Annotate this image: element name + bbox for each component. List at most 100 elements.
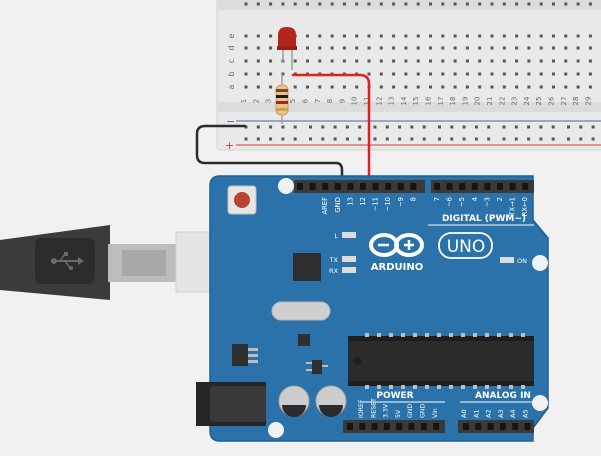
- header-pin[interactable]: [397, 183, 404, 190]
- breadboard-hole[interactable]: [342, 59, 346, 63]
- header-pin[interactable]: [459, 183, 466, 190]
- breadboard-hole[interactable]: [527, 59, 531, 63]
- rail-hole[interactable]: [474, 137, 478, 141]
- breadboard-hole[interactable]: [392, 72, 396, 76]
- rail-hole[interactable]: [514, 125, 518, 129]
- breadboard-hole[interactable]: [539, 2, 543, 6]
- breadboard-hole[interactable]: [576, 59, 580, 63]
- breadboard-hole[interactable]: [576, 2, 580, 6]
- rail-hole[interactable]: [410, 137, 414, 141]
- breadboard-hole[interactable]: [367, 72, 371, 76]
- rail-hole[interactable]: [579, 125, 583, 129]
- breadboard-hole[interactable]: [465, 72, 469, 76]
- breadboard-hole[interactable]: [244, 59, 248, 63]
- breadboard-hole[interactable]: [588, 34, 592, 38]
- breadboard-hole[interactable]: [392, 46, 396, 50]
- breadboard-hole[interactable]: [392, 59, 396, 63]
- breadboard-hole[interactable]: [515, 72, 519, 76]
- header-pin[interactable]: [371, 423, 378, 430]
- breadboard-hole[interactable]: [244, 34, 248, 38]
- breadboard-hole[interactable]: [490, 46, 494, 50]
- breadboard-hole[interactable]: [515, 46, 519, 50]
- breadboard-hole[interactable]: [478, 85, 482, 89]
- breadboard-hole[interactable]: [379, 46, 383, 50]
- breadboard-hole[interactable]: [453, 85, 457, 89]
- breadboard-hole[interactable]: [527, 34, 531, 38]
- breadboard-hole[interactable]: [355, 34, 359, 38]
- rail-hole[interactable]: [333, 137, 337, 141]
- breadboard-hole[interactable]: [539, 72, 543, 76]
- breadboard-hole[interactable]: [453, 2, 457, 6]
- header-pin[interactable]: [524, 423, 531, 430]
- breadboard-hole[interactable]: [539, 46, 543, 50]
- breadboard-hole[interactable]: [404, 46, 408, 50]
- breadboard-hole[interactable]: [539, 34, 543, 38]
- breadboard-hole[interactable]: [416, 85, 420, 89]
- rail-hole[interactable]: [474, 125, 478, 129]
- breadboard-hole[interactable]: [256, 72, 260, 76]
- breadboard-hole[interactable]: [293, 2, 297, 6]
- rail-hole[interactable]: [567, 137, 570, 141]
- rail-hole[interactable]: [345, 125, 349, 129]
- rail-hole[interactable]: [502, 137, 506, 141]
- red-led[interactable]: [277, 27, 297, 70]
- rail-hole[interactable]: [450, 125, 454, 129]
- breadboard-hole[interactable]: [318, 2, 322, 6]
- breadboard-hole[interactable]: [318, 46, 322, 50]
- breadboard-hole[interactable]: [379, 85, 383, 89]
- breadboard-hole[interactable]: [256, 46, 260, 50]
- breadboard-hole[interactable]: [564, 59, 568, 63]
- breadboard-hole[interactable]: [576, 46, 580, 50]
- breadboard-hole[interactable]: [330, 46, 334, 50]
- rail-hole[interactable]: [269, 125, 273, 129]
- breadboard-hole[interactable]: [429, 72, 432, 76]
- rail-hole[interactable]: [462, 137, 466, 141]
- rail-hole[interactable]: [256, 137, 260, 141]
- header-pin[interactable]: [347, 423, 353, 430]
- breadboard-hole[interactable]: [379, 34, 383, 38]
- breadboard-hole[interactable]: [342, 85, 346, 89]
- rail-hole[interactable]: [385, 125, 389, 129]
- breadboard-hole[interactable]: [588, 85, 592, 89]
- header-pin[interactable]: [497, 183, 503, 190]
- breadboard-hole[interactable]: [441, 46, 445, 50]
- red-wire[interactable]: [291, 73, 371, 189]
- breadboard-hole[interactable]: [429, 85, 432, 89]
- breadboard-hole[interactable]: [465, 46, 469, 50]
- breadboard-hole[interactable]: [564, 85, 568, 89]
- breadboard-hole[interactable]: [441, 2, 445, 6]
- rail-hole[interactable]: [333, 125, 337, 129]
- breadboard-hole[interactable]: [429, 2, 432, 6]
- header-pin[interactable]: [372, 183, 379, 190]
- breadboard-hole[interactable]: [502, 2, 506, 6]
- breadboard-hole[interactable]: [478, 72, 482, 76]
- header-pin[interactable]: [297, 183, 303, 190]
- breadboard-hole[interactable]: [392, 85, 396, 89]
- breadboard-hole[interactable]: [379, 59, 383, 63]
- header-pin[interactable]: [383, 423, 390, 430]
- header-pin[interactable]: [512, 423, 519, 430]
- rail-hole[interactable]: [281, 137, 285, 141]
- breadboard-hole[interactable]: [404, 59, 408, 63]
- header-pin[interactable]: [385, 183, 392, 190]
- rail-hole[interactable]: [438, 125, 441, 129]
- breadboard-hole[interactable]: [256, 59, 260, 63]
- breadboard-hole[interactable]: [465, 59, 469, 63]
- breadboard-hole[interactable]: [256, 34, 260, 38]
- breadboard-hole[interactable]: [576, 85, 580, 89]
- rail-hole[interactable]: [539, 125, 543, 129]
- breadboard-hole[interactable]: [490, 34, 494, 38]
- breadboard-hole[interactable]: [429, 46, 432, 50]
- breadboard-hole[interactable]: [330, 34, 334, 38]
- rail-hole[interactable]: [281, 125, 285, 129]
- rail-hole[interactable]: [438, 137, 441, 141]
- breadboard-hole[interactable]: [441, 85, 445, 89]
- breadboard-hole[interactable]: [256, 2, 260, 6]
- rail-hole[interactable]: [293, 137, 297, 141]
- breadboard-hole[interactable]: [281, 2, 285, 6]
- breadboard-hole[interactable]: [502, 34, 506, 38]
- rail-hole[interactable]: [293, 125, 297, 129]
- breadboard-hole[interactable]: [576, 34, 580, 38]
